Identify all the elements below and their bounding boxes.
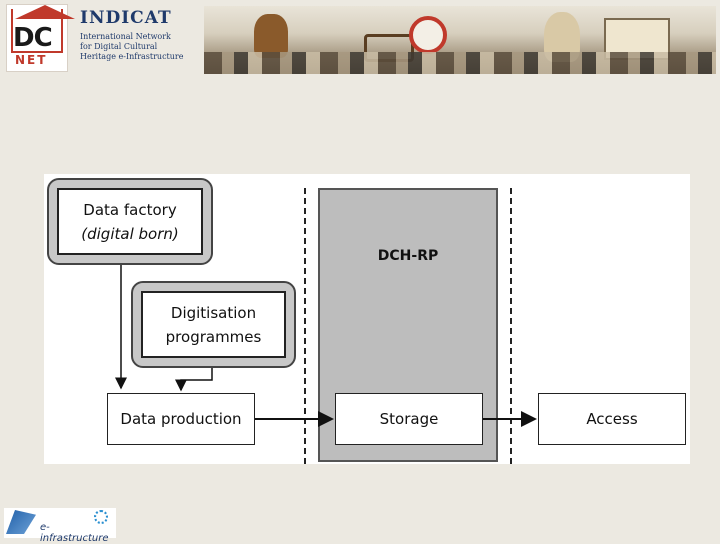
photo-strip [204,52,716,74]
astrolabe-icon [409,16,447,54]
data-factory-subtitle: (digital born) [81,224,179,243]
digitisation-panel: Digitisation programmes [131,281,296,368]
dcnet-logo-dc: DC [13,23,53,53]
indicat-subtitle-line: International Network [80,32,171,41]
einfrastructure-label: e-infrastructure [40,522,109,544]
statue-icon [254,14,288,58]
indicat-subtitle-line: for Digital Cultural [80,42,158,51]
connector-arrows [115,265,537,427]
dcnet-logo-net: NET [15,53,48,67]
indicat-subtitle-line: Heritage e-Infrastructure [80,52,184,61]
data-production-label: Data production [120,410,242,428]
access-box: Access [538,393,686,445]
dashed-divider-right [510,188,512,464]
data-production-box: Data production [107,393,255,445]
fp7-einfrastructure-logo: e-infrastructure [4,508,116,544]
arrow-digitisation-to-production [175,368,213,392]
house-icon [11,5,75,53]
storage-box: Storage [335,393,483,445]
dch-rp-diagram: DCH-RP Data factory (digital born) Digit… [44,174,690,464]
access-label: Access [586,410,638,428]
digitisation-subtitle: programmes [165,327,262,346]
fp7-icon [6,510,36,534]
indicat-subtitle: International Network for Digital Cultur… [80,32,200,62]
storage-label: Storage [379,410,439,428]
dch-rp-label: DCH-RP [377,248,439,264]
digitisation-box: Digitisation programmes [141,291,286,358]
dcnet-logo: DC NET [6,4,75,72]
digitisation-title: Digitisation [170,303,257,322]
indicat-brand: INDICAT [80,8,172,28]
indicat-logo: INDICAT International Network for Digita… [80,8,200,72]
data-factory-panel: Data factory (digital born) [47,178,213,265]
heritage-banner-image [204,6,716,74]
globe-icon [94,510,108,524]
data-factory-title: Data factory [83,200,177,219]
data-factory-box: Data factory (digital born) [57,188,203,255]
dashed-divider-left [304,188,306,464]
